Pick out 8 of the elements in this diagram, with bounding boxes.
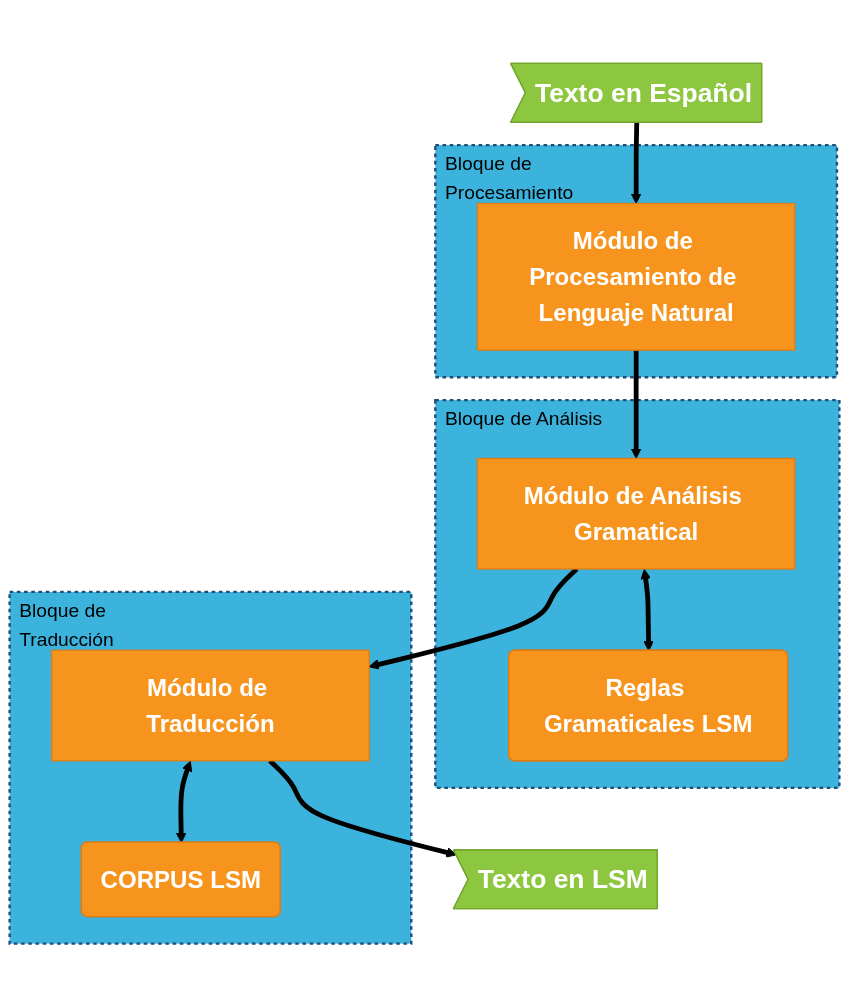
arrow <box>175 760 193 844</box>
node-box: Módulo de Traducción <box>51 649 370 762</box>
arrow <box>630 122 642 204</box>
arrow <box>640 569 654 652</box>
arrow <box>630 350 642 459</box>
arrow <box>268 759 457 858</box>
node-box: Módulo de Análisis Gramatical <box>476 457 796 570</box>
node-box: Módulo de Procesamiento de Lenguaje Natural <box>476 202 796 351</box>
